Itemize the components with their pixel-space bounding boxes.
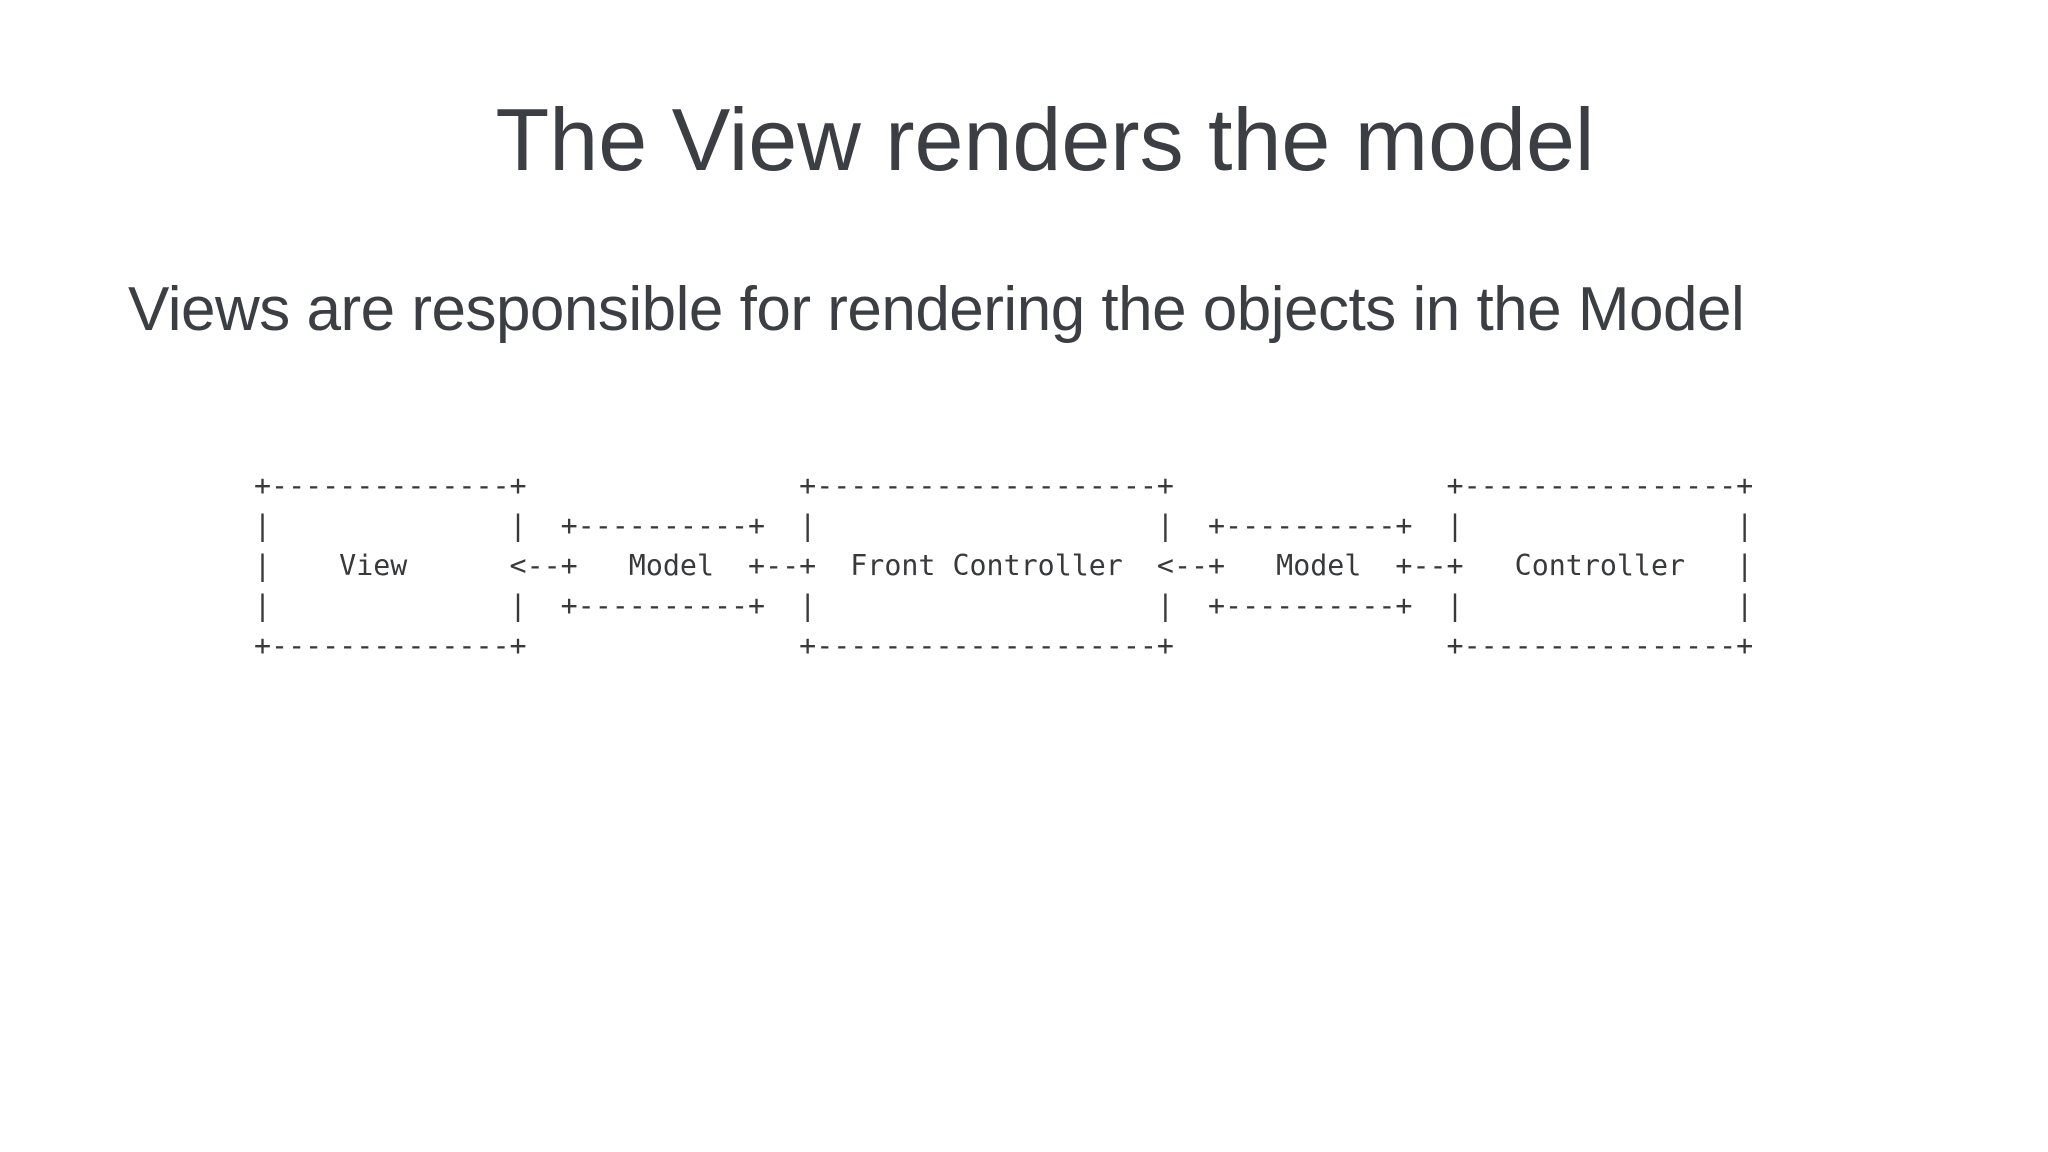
slide-subtitle: Views are responsible for rendering the … — [128, 275, 1745, 344]
slide-title: The View renders the model — [495, 90, 1595, 189]
mvc-ascii-diagram: +--------------+ +--------------------+ … — [254, 469, 1754, 662]
